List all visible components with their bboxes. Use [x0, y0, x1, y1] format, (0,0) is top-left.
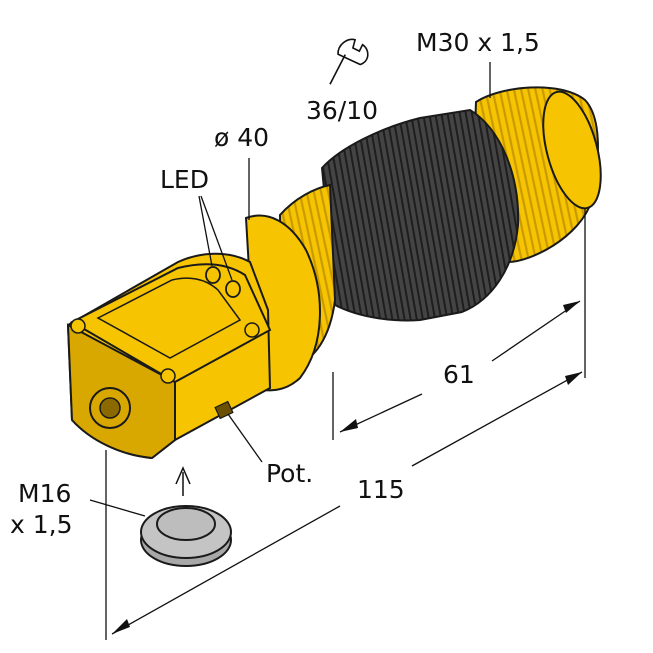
- dimension-lines: [89, 62, 586, 640]
- pot-label: Pot.: [266, 459, 313, 488]
- wrench-icon: [329, 38, 369, 85]
- length-total-label: 115: [357, 475, 405, 504]
- thread-end-face: [542, 90, 602, 210]
- lock-nut: [320, 108, 520, 322]
- led-indicator-2: [225, 280, 241, 298]
- led-indicator-1: [205, 266, 221, 284]
- seal-cap: [140, 505, 232, 567]
- diameter-label: ø 40: [214, 123, 269, 152]
- cable-thread-label-line2: x 1,5: [10, 510, 73, 539]
- housing-screw-1: [70, 318, 86, 334]
- housing-raised-cover: [96, 277, 242, 359]
- wrench-size-label: 36/10: [306, 96, 378, 125]
- led-label: LED: [160, 165, 209, 194]
- housing-screw-3: [244, 322, 260, 338]
- length-short-label: 61: [443, 360, 475, 389]
- cable-port-inner: [99, 397, 121, 419]
- housing-screw-2: [160, 368, 176, 384]
- thread-main-label: M30 x 1,5: [416, 28, 540, 57]
- cap-insert-arrow: [175, 466, 191, 496]
- sensor-body: [66, 86, 602, 460]
- cable-thread-label-line1: M16: [18, 479, 71, 508]
